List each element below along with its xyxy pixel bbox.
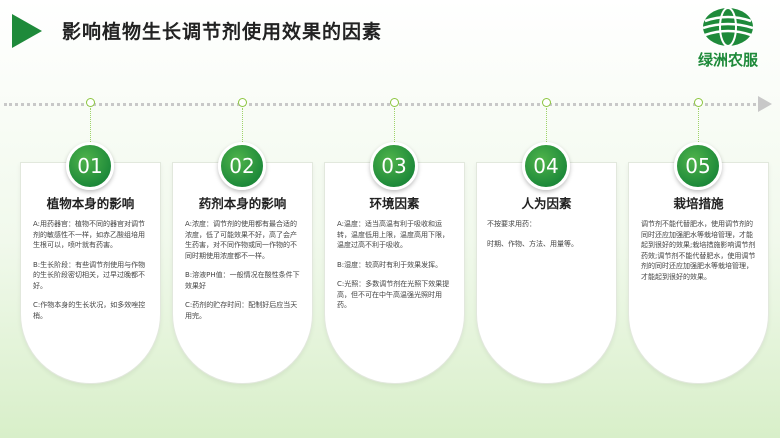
step-badge-01: 01 bbox=[66, 142, 114, 190]
card-paragraph: C:药剂的贮存时间：配制好后应当天用完。 bbox=[185, 301, 298, 320]
step-badge-02: 02 bbox=[218, 142, 266, 190]
card-title: 植物本身的影响 bbox=[46, 196, 135, 211]
card-body: 调节剂不能代替肥水，使用调节剂的同时还应加强肥水等栽培管理，才能起到很好的效果;… bbox=[641, 219, 759, 291]
card-paragraph: A:温度：适当高温有利于吸收和运转，温度低用上限，温度高用下限，温度过高不利于吸… bbox=[337, 220, 449, 249]
factor-card-agent: 药剂本身的影响 A:浓度：调节剂的使用都有最合适的浓度，低了可能效果不好，高了会… bbox=[172, 162, 313, 384]
factor-card-plant: 植物本身的影响 A:用药器官：植物不同的器官对调节剂的敏感性不一样，如赤乙酸组培… bbox=[20, 162, 161, 384]
card-title: 人为因素 bbox=[521, 196, 572, 211]
card-paragraph: A:浓度：调节剂的使用都有最合适的浓度，低了可能效果不好，高了会产生药害，对不同… bbox=[185, 220, 298, 260]
card-paragraph: B:溶液PH值：一般情况在酸性条件下效果好 bbox=[185, 271, 300, 290]
step-badge-03: 03 bbox=[370, 142, 418, 190]
timeline-stem bbox=[546, 108, 547, 146]
factor-card-human: 人为因素 不按要求用药： 时期、作物、方法、用量等。 bbox=[476, 162, 617, 384]
step-badge-04: 04 bbox=[522, 142, 570, 190]
page-title: 影响植物生长调节剂使用效果的因素 bbox=[62, 21, 383, 43]
timeline-dot bbox=[542, 98, 551, 107]
timeline-stem bbox=[394, 108, 395, 146]
card-paragraph: B:湿度：较高时有利于效果发挥。 bbox=[337, 260, 443, 269]
timeline-line bbox=[4, 103, 762, 106]
timeline-arrow-icon bbox=[758, 96, 772, 112]
timeline-dot bbox=[694, 98, 703, 107]
timeline-dot bbox=[390, 98, 399, 107]
card-paragraph: A:用药器官：植物不同的器官对调节剂的敏感性不一样，如赤乙酸组培用生根可以，喷叶… bbox=[33, 220, 146, 249]
globe-logo-icon bbox=[702, 7, 754, 47]
timeline-dot bbox=[86, 98, 95, 107]
card-body: A:温度：适当高温有利于吸收和运转，温度低用上限，温度高用下限，温度过高不利于吸… bbox=[337, 219, 455, 320]
card-title: 栽培措施 bbox=[673, 196, 724, 211]
card-paragraph: 时期、作物、方法、用量等。 bbox=[487, 239, 578, 248]
timeline-stem bbox=[90, 108, 91, 146]
factor-card-cultivation: 栽培措施 调节剂不能代替肥水，使用调节剂的同时还应加强肥水等栽培管理，才能起到很… bbox=[628, 162, 769, 384]
card-paragraph: 不按要求用药： bbox=[487, 220, 536, 228]
step-badge-05: 05 bbox=[674, 142, 722, 190]
card-paragraph: C:光照：多数调节剂在光照下效果提高，但不可在中午高温强光照时用药。 bbox=[337, 280, 450, 309]
logo-text: 绿洲农服 bbox=[697, 51, 758, 69]
card-body: A:用药器官：植物不同的器官对调节剂的敏感性不一样，如赤乙酸组培用生根可以，喷叶… bbox=[33, 219, 151, 330]
timeline-stem bbox=[242, 108, 243, 146]
title-arrow-icon bbox=[12, 14, 42, 48]
card-paragraph: B:生长阶段：有些调节剂使用与作物的生长阶段密切相关，过早过晚都不好。 bbox=[33, 260, 146, 290]
timeline-stem bbox=[698, 108, 699, 146]
logo: 绿洲农服 bbox=[692, 6, 764, 69]
factor-card-environment: 环境因素 A:温度：适当高温有利于吸收和运转，温度低用上限，温度高用下限，温度过… bbox=[324, 162, 465, 384]
card-paragraph: 调节剂不能代替肥水，使用调节剂的同时还应加强肥水等栽培管理，才能起到很好的效果;… bbox=[641, 220, 756, 281]
timeline-dot bbox=[238, 98, 247, 107]
card-body: A:浓度：调节剂的使用都有最合适的浓度，低了可能效果不好，高了会产生药害，对不同… bbox=[185, 219, 303, 330]
card-title: 药剂本身的影响 bbox=[198, 196, 287, 211]
card-title: 环境因素 bbox=[369, 196, 420, 211]
card-paragraph: C:作物本身的生长状况，如多效唑控梢。 bbox=[33, 301, 146, 320]
card-body: 不按要求用药： 时期、作物、方法、用量等。 bbox=[487, 219, 605, 258]
